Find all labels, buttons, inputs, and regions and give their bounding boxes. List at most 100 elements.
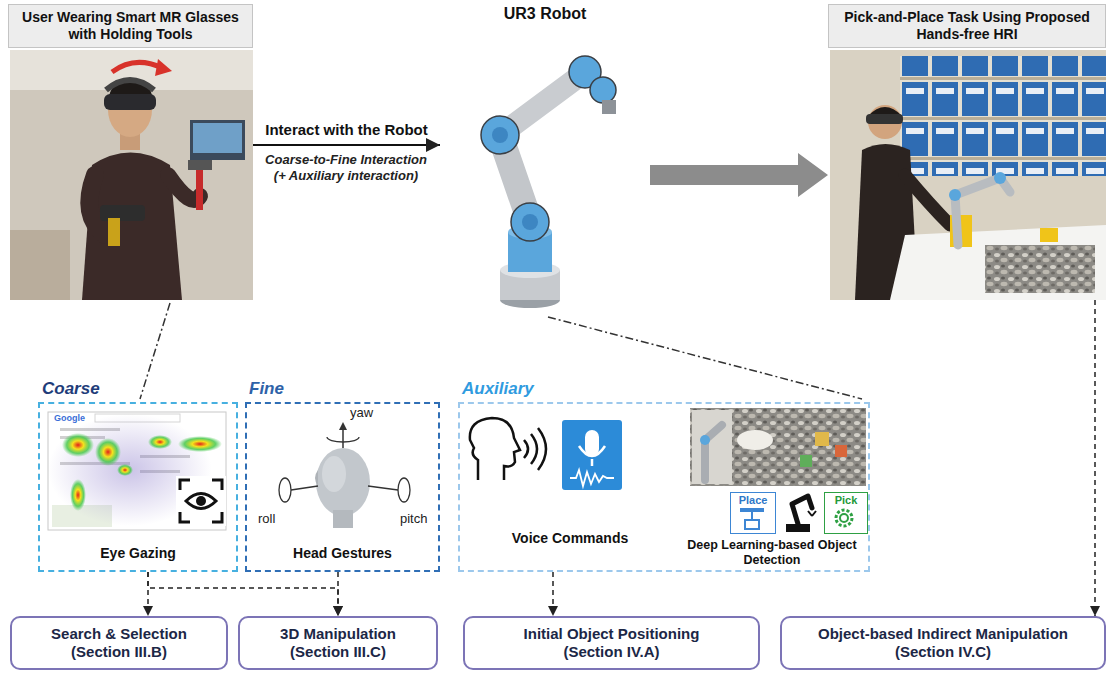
- detection-photo: [737, 430, 773, 450]
- edge-label: Interact with the Robot: [265, 121, 428, 139]
- eye-icon: [176, 476, 226, 526]
- user-photo: [10, 230, 70, 300]
- user-photo: [196, 168, 203, 210]
- voice-icon: [591, 459, 594, 466]
- user-photo: [188, 160, 212, 170]
- task-photo: [866, 114, 903, 124]
- user-photo: [190, 120, 245, 160]
- detection-photo: [835, 445, 847, 457]
- section-label: Search & Selection (Section III.B): [48, 625, 190, 661]
- pick-icon: [840, 514, 848, 522]
- voice-icon: [470, 418, 520, 480]
- tag-label: Pick: [825, 494, 867, 507]
- group-heading: Fine: [249, 379, 284, 399]
- user-photo: [168, 175, 200, 200]
- head-axes: [315, 470, 318, 486]
- section-label: Object-based Indirect Manipulation (Sect…: [815, 625, 1072, 661]
- eye-icon: [176, 476, 226, 526]
- gaze-heatmap: [148, 435, 172, 449]
- head-axes: [316, 448, 370, 516]
- task-photo: [830, 50, 1106, 300]
- head-axes: [342, 428, 344, 448]
- task-photo: [830, 50, 1106, 300]
- head-axes: [368, 486, 398, 490]
- axis-label: roll: [258, 512, 275, 526]
- task-photo: [994, 172, 1006, 184]
- section-box: 3D Manipulation (Section III.C): [238, 616, 438, 670]
- pick-icon: [836, 510, 852, 526]
- callout-line: [140, 303, 862, 399]
- user-photo: [112, 62, 162, 72]
- detection-photo: [700, 435, 710, 445]
- modality-label: Deep Learning-based Object Detection: [674, 538, 870, 568]
- gaze-heatmap: [95, 438, 121, 466]
- panel-header: User Wearing Smart MR Glasses with Holdi…: [8, 4, 253, 48]
- head-axes: [339, 422, 347, 430]
- ur3-robot: [590, 77, 616, 103]
- gaze-heatmap: [70, 479, 86, 511]
- voice-icon: [470, 418, 622, 490]
- ur3-robot: [492, 127, 508, 143]
- voice-icon: [562, 420, 622, 490]
- callout-line: [140, 303, 170, 399]
- head-axes: [279, 422, 410, 528]
- fine-group: FineHead Gestures: [245, 402, 440, 572]
- task-photo: [955, 178, 1010, 245]
- eye-icon: [186, 494, 216, 509]
- detection-photo: [692, 410, 732, 484]
- ur3-robot: [511, 203, 549, 241]
- user-photo: [193, 123, 242, 153]
- connector: [148, 572, 338, 616]
- pick-tag: Pick: [824, 492, 868, 534]
- place-icon: [751, 512, 753, 520]
- axis-label: yaw: [350, 406, 373, 420]
- gaze-heatmap: [62, 433, 94, 457]
- coarse-group: CoarseEye Gazing: [38, 402, 238, 572]
- head-axes: [322, 456, 346, 492]
- user-photo-panel: User Wearing Smart MR Glasses with Holdi…: [8, 4, 253, 300]
- user-photo: [104, 94, 156, 110]
- modality-label: Head Gestures: [247, 545, 438, 562]
- connector: [337, 572, 339, 616]
- auxiliary-group: AuxiliaryVoice CommandsDeep Learning-bas…: [458, 402, 870, 572]
- robot-arm-icon: [808, 511, 816, 516]
- group-heading: Coarse: [42, 379, 100, 399]
- task-photo: [985, 245, 1095, 293]
- voice-icon: [570, 470, 614, 486]
- tag-label: Place: [731, 494, 775, 507]
- head-axes: [291, 486, 318, 490]
- task-photo: [890, 225, 1106, 300]
- detection-photo: [690, 408, 866, 486]
- head-axes: [327, 437, 359, 442]
- eye-icon: [196, 496, 206, 506]
- detection-photo: [690, 408, 866, 486]
- head-axes: [333, 510, 353, 528]
- robot-arm-icon: [786, 496, 816, 532]
- ur3-robot: [522, 214, 538, 230]
- head-axes: [279, 478, 291, 502]
- head-axes: [398, 478, 410, 502]
- user-photo: [10, 50, 253, 300]
- ur3-robot: [481, 116, 519, 154]
- eye-icon: [180, 480, 222, 522]
- place-icon: [740, 508, 764, 512]
- user-photo: [10, 50, 253, 300]
- task-photo-panel: Pick-and-Place Task Using Proposed Hands…: [828, 4, 1106, 300]
- user-photo: [89, 175, 105, 235]
- section-box: Search & Selection (Section III.B): [10, 616, 228, 670]
- panel-header: Pick-and-Place Task Using Proposed Hands…: [828, 4, 1106, 48]
- user-photo: [100, 205, 145, 221]
- place-tag: Place: [730, 492, 776, 534]
- logo-text: Google: [54, 414, 85, 424]
- task-photo: [905, 175, 950, 225]
- voice-icon: [579, 446, 605, 456]
- voice-icon: [524, 440, 528, 458]
- gaze-heatmap: [48, 412, 226, 530]
- voice-icon: [538, 428, 546, 470]
- voice-icon: [585, 430, 599, 456]
- detection-photo: [705, 425, 722, 480]
- ur3-robot: [481, 56, 616, 308]
- block-arrow: [650, 153, 828, 197]
